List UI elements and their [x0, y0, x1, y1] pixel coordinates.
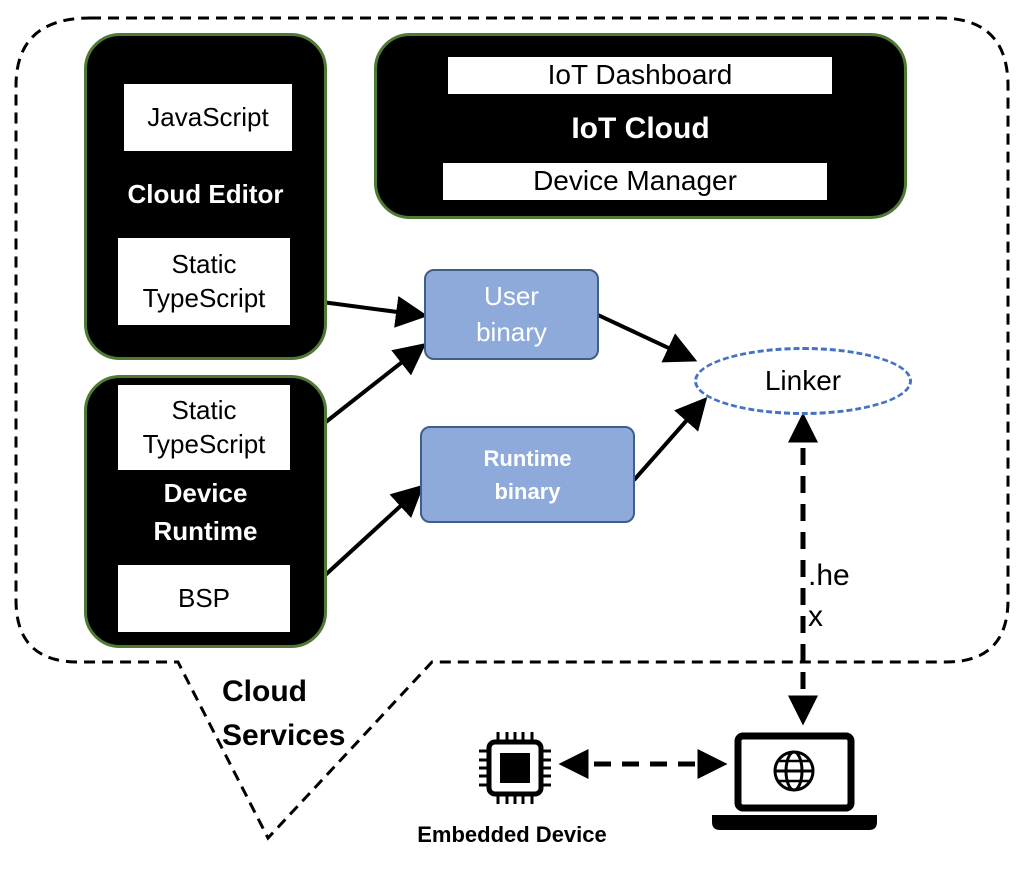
static-typescript-box-editor: Static TypeScript [118, 238, 290, 325]
bsp-box: BSP [118, 565, 290, 632]
device-runtime-title: Device Runtime [153, 478, 258, 546]
iot-dashboard-box: IoT Dashboard [448, 57, 832, 94]
cloud-services-label: Cloud Services [222, 675, 346, 753]
iot-cloud-title: IoT Cloud [571, 112, 710, 145]
static-typescript-box-runtime: Static TypeScript [118, 385, 290, 470]
linker-ellipse: Linker [694, 347, 912, 415]
arrow-runtime-to-user-binary [320, 343, 427, 427]
arrow-user-binary-to-linker [597, 313, 698, 363]
javascript-box: JavaScript [124, 84, 292, 151]
cloud-services-boundary [14, 16, 1010, 841]
device-manager-box: Device Manager [443, 163, 827, 200]
arrow-bsp-to-runtime-binary [320, 484, 424, 580]
javascript-label: JavaScript [147, 101, 269, 132]
chip-icon [479, 732, 551, 804]
laptop-globe-icon [712, 732, 877, 830]
arrow-runtime-binary-to-linker [632, 397, 708, 482]
hex-label: .he x [808, 556, 850, 637]
embedded-device-label: Embedded Device [417, 822, 607, 847]
user-binary-box: User binary [424, 269, 599, 360]
runtime-binary-box: Runtime binary [420, 426, 635, 523]
arrow-static-ts-to-user-binary [321, 295, 428, 328]
cloud-editor-title: Cloud Editor [127, 179, 284, 209]
